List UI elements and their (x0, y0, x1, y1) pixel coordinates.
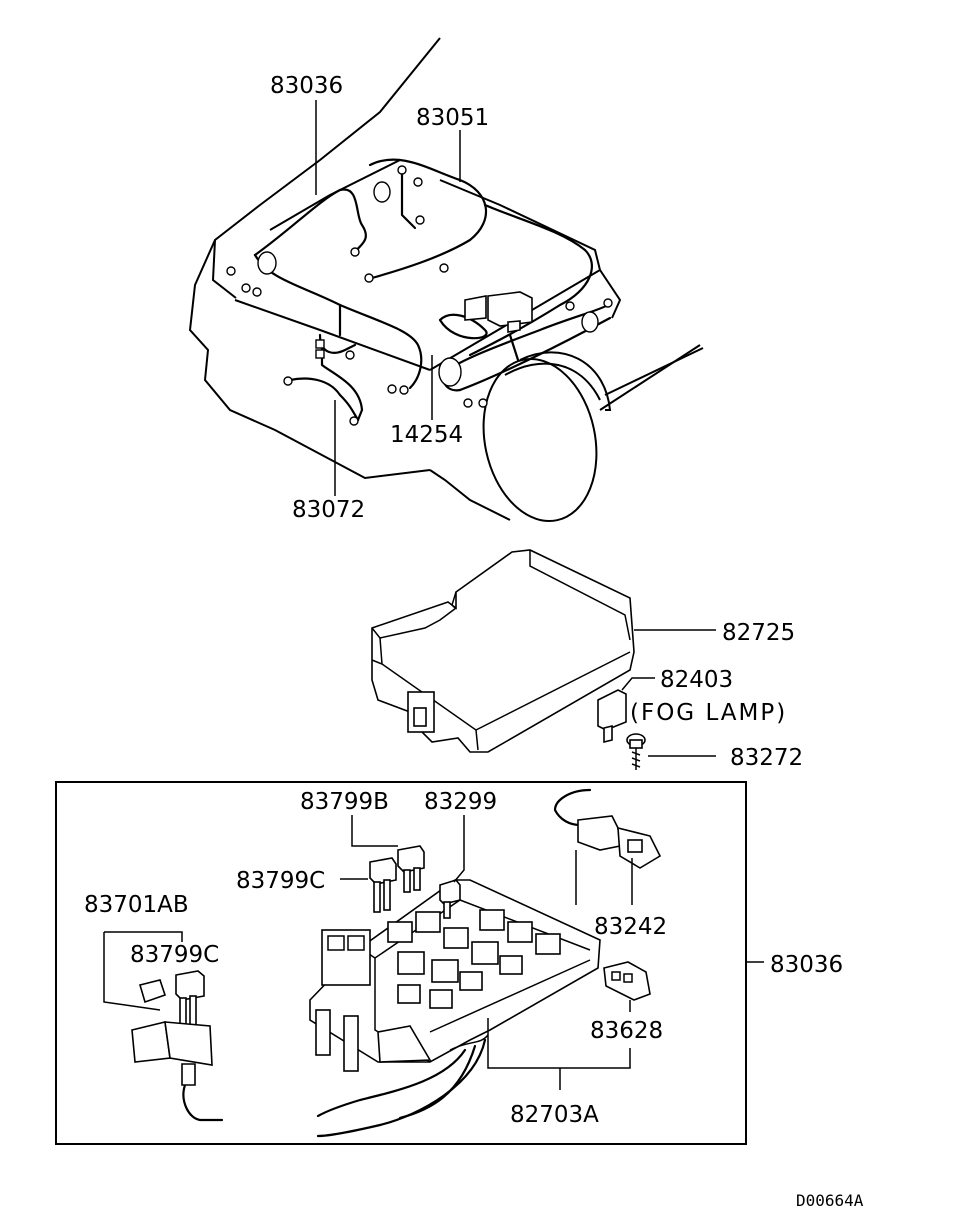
fog-lamp-relay (597, 689, 627, 744)
relay-fuse-block (309, 879, 601, 1072)
label-83036-top: 83036 (270, 73, 343, 99)
label-83072: 83072 (292, 497, 365, 523)
label-83799c-2: 83799C (130, 942, 219, 968)
label-82725: 82725 (722, 620, 795, 646)
engine-bay-drawing (188, 37, 704, 523)
label-83051: 83051 (416, 105, 489, 131)
fuse-holder (131, 979, 213, 1086)
leaders-middle (621, 629, 716, 757)
label-83701ab: 83701AB (84, 892, 189, 918)
junction-box-frame (55, 781, 747, 1145)
diagram-code: D00664A (796, 1191, 864, 1210)
fusible-link (603, 961, 651, 1001)
label-82403: 82403 (660, 667, 733, 693)
label-83272: 83272 (730, 745, 803, 771)
bolt (626, 733, 646, 770)
label-82703a: 82703A (510, 1102, 599, 1128)
label-83799c: 83799C (236, 868, 325, 894)
label-83036-box: 83036 (770, 952, 843, 978)
label-83299: 83299 (424, 789, 497, 815)
label-83628: 83628 (590, 1018, 663, 1044)
connector-83242 (553, 788, 662, 869)
fuse-box-cover (371, 549, 635, 753)
label-83242: 83242 (594, 914, 667, 940)
leaders-bottom (103, 815, 633, 1090)
label-fog-lamp: (FOG LAMP) (630, 700, 787, 726)
box-wiring (182, 1038, 487, 1138)
harness-connectors (226, 165, 613, 426)
leaders-top (315, 100, 461, 496)
label-14254: 14254 (390, 422, 463, 448)
label-83799b: 83799B (300, 789, 389, 815)
